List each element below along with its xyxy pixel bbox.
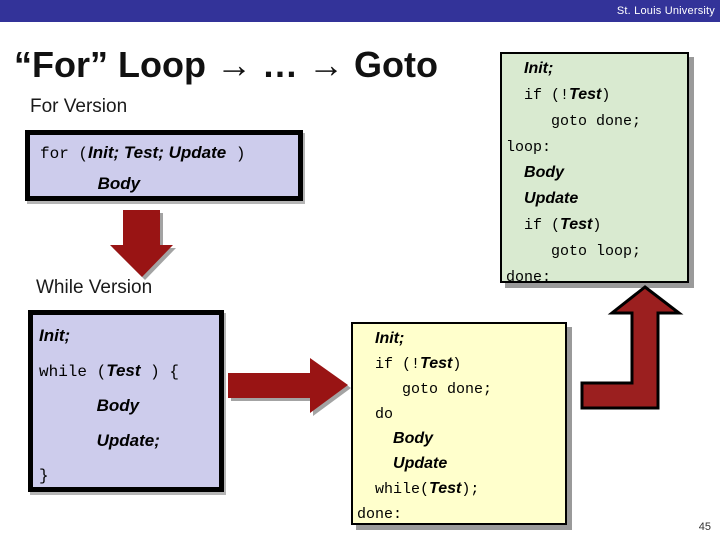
do-while-goto-code-box: Init; if (!Test) goto done; do Body Upda…: [351, 322, 567, 525]
for-loop-code-box: for (Init; Test; Update ) Body: [25, 130, 303, 201]
while-version-label: While Version: [36, 277, 153, 298]
right-arrow-shape: [228, 358, 348, 413]
slide-title: “For” Loop → … → Goto: [14, 44, 438, 85]
for-goto-code-box: Init; if (!Test) goto done;loop: Body Up…: [500, 52, 689, 286]
page-number: 45: [698, 521, 711, 533]
institution-name: St. Louis University: [616, 5, 715, 17]
for-version-label: For Version: [30, 96, 128, 117]
down-arrow-shape: [110, 210, 173, 277]
bent-up-arrow-shape: [580, 285, 684, 410]
while-loop-code-box: Init;while (Test ) { Body Update;}: [28, 310, 224, 492]
top-banner: St. Louis University: [0, 0, 720, 22]
bent-up-arrow-icon: [580, 285, 684, 410]
down-arrow-icon: [110, 210, 173, 277]
right-arrow-icon: [228, 358, 348, 413]
